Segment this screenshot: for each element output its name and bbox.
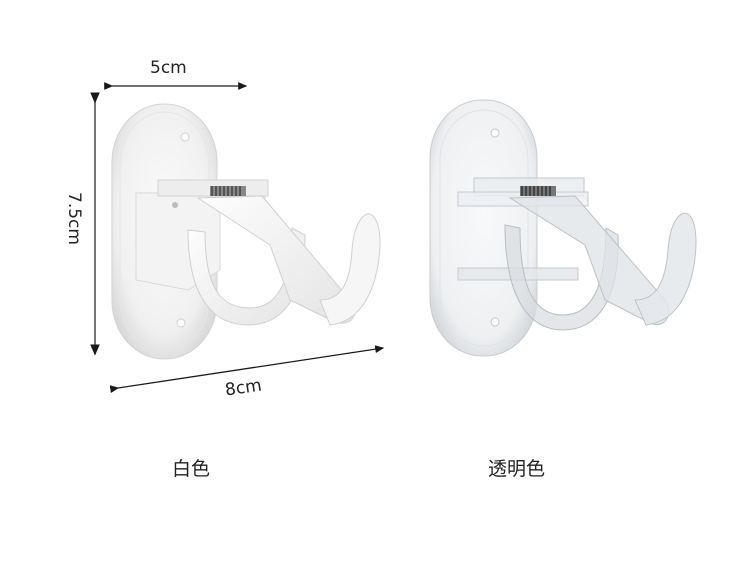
spring-icon: [210, 186, 246, 196]
white-color-caption: 白色: [172, 458, 211, 480]
depth-dimension-arrow: [109, 345, 385, 394]
clear-bracket-image: [429, 99, 697, 357]
width-dimension-label: 5cm: [150, 58, 187, 78]
white-bracket-image: [111, 103, 381, 360]
height-dimension-label: 7.5cm: [64, 192, 84, 245]
spring-icon: [520, 186, 556, 196]
clear-color-caption: 透明色: [488, 458, 546, 480]
